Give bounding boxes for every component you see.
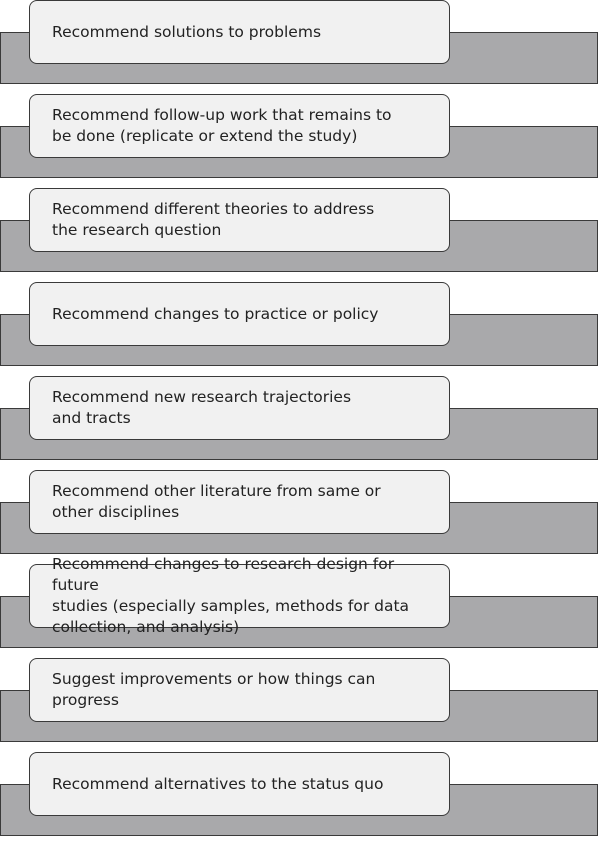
recommendation-card: Suggest improvements or how things can p… <box>29 658 450 722</box>
recommendation-card: Recommend new research trajectories and … <box>29 376 450 440</box>
recommendation-card: Recommend changes to practice or policy <box>29 282 450 346</box>
recommendation-row: Recommend other literature from same or … <box>0 470 600 555</box>
recommendation-row: Suggest improvements or how things can p… <box>0 658 600 743</box>
recommendation-card: Recommend solutions to problems <box>29 0 450 64</box>
recommendation-text: Recommend follow-up work that remains to… <box>52 106 392 145</box>
recommendation-card: Recommend follow-up work that remains to… <box>29 94 450 158</box>
recommendation-row: Recommend changes to research design for… <box>0 555 600 649</box>
recommendation-card: Recommend different theories to address … <box>29 188 450 252</box>
recommendation-text: Recommend changes to research design for… <box>52 555 410 636</box>
recommendation-row: Recommend solutions to problems <box>0 0 600 85</box>
recommendation-card: Recommend changes to research design for… <box>29 555 450 636</box>
recommendation-row: Recommend follow-up work that remains to… <box>0 94 600 179</box>
recommendation-text: Recommend new research trajectories and … <box>52 388 352 427</box>
recommendation-text: Recommend other literature from same or … <box>52 482 381 521</box>
recommendation-card: Recommend alternatives to the status quo <box>29 752 450 816</box>
recommendation-text: Suggest improvements or how things can p… <box>52 670 376 709</box>
recommendation-text: Recommend alternatives to the status quo <box>52 774 384 793</box>
recommendation-text: Recommend solutions to problems <box>52 22 322 41</box>
recommendation-card: Recommend other literature from same or … <box>29 470 450 534</box>
recommendation-text: Recommend changes to practice or policy <box>52 304 379 323</box>
recommendation-row: Recommend changes to practice or policy <box>0 282 600 367</box>
recommendation-row: Recommend alternatives to the status quo <box>0 752 600 837</box>
recommendation-row: Recommend different theories to address … <box>0 188 600 273</box>
recommendation-row: Recommend new research trajectories and … <box>0 376 600 461</box>
recommendation-text: Recommend different theories to address … <box>52 200 375 239</box>
